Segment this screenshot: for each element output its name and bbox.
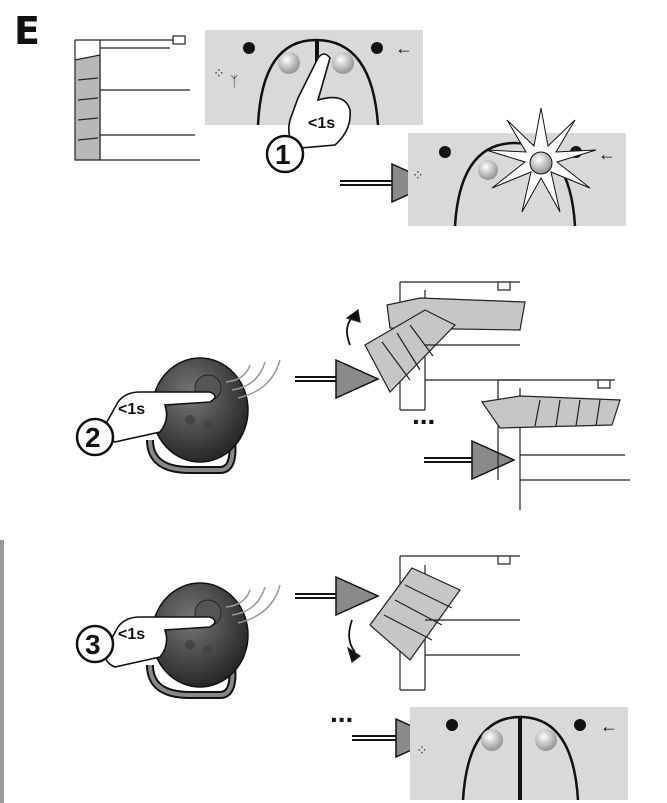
ellipsis-mark: ...: [412, 399, 435, 430]
step3-number: 3: [85, 629, 101, 660]
step2-number: 2: [85, 422, 101, 453]
remote-control-icon: [150, 358, 280, 470]
svg-text:⁘: ⁘: [416, 742, 428, 758]
svg-text:ᛉ: ᛉ: [230, 73, 238, 89]
svg-text:←: ←: [598, 144, 616, 164]
control-panel-bottom: ⁘ ←: [410, 707, 628, 800]
arrow-left-icon: ←: [600, 716, 618, 736]
svg-text:⁘: ⁘: [213, 65, 225, 81]
arrow-right-icon: [295, 360, 378, 398]
step1-duration-label: <1s: [308, 115, 335, 132]
step1-number: 1: [275, 139, 291, 170]
arrow-left-icon: ←: [395, 38, 413, 58]
ellipsis-mark: ...: [330, 697, 353, 728]
control-panel-flash: ⁘ ←: [408, 108, 626, 226]
light-indicator-icon: [243, 42, 255, 54]
garage-closed-illustration: [75, 36, 200, 160]
svg-text:⁘: ⁘: [412, 167, 424, 183]
garage-open-illustration: [482, 380, 630, 510]
arrow-right-icon: [295, 577, 378, 615]
step3-duration-label: <1s: [118, 626, 145, 643]
arrow-right-icon: [424, 441, 514, 479]
remote-control-icon: [150, 583, 280, 695]
step2-duration-label: <1s: [118, 401, 145, 418]
section-letter: E: [14, 9, 40, 53]
garage-closing-illustration: [348, 556, 520, 690]
